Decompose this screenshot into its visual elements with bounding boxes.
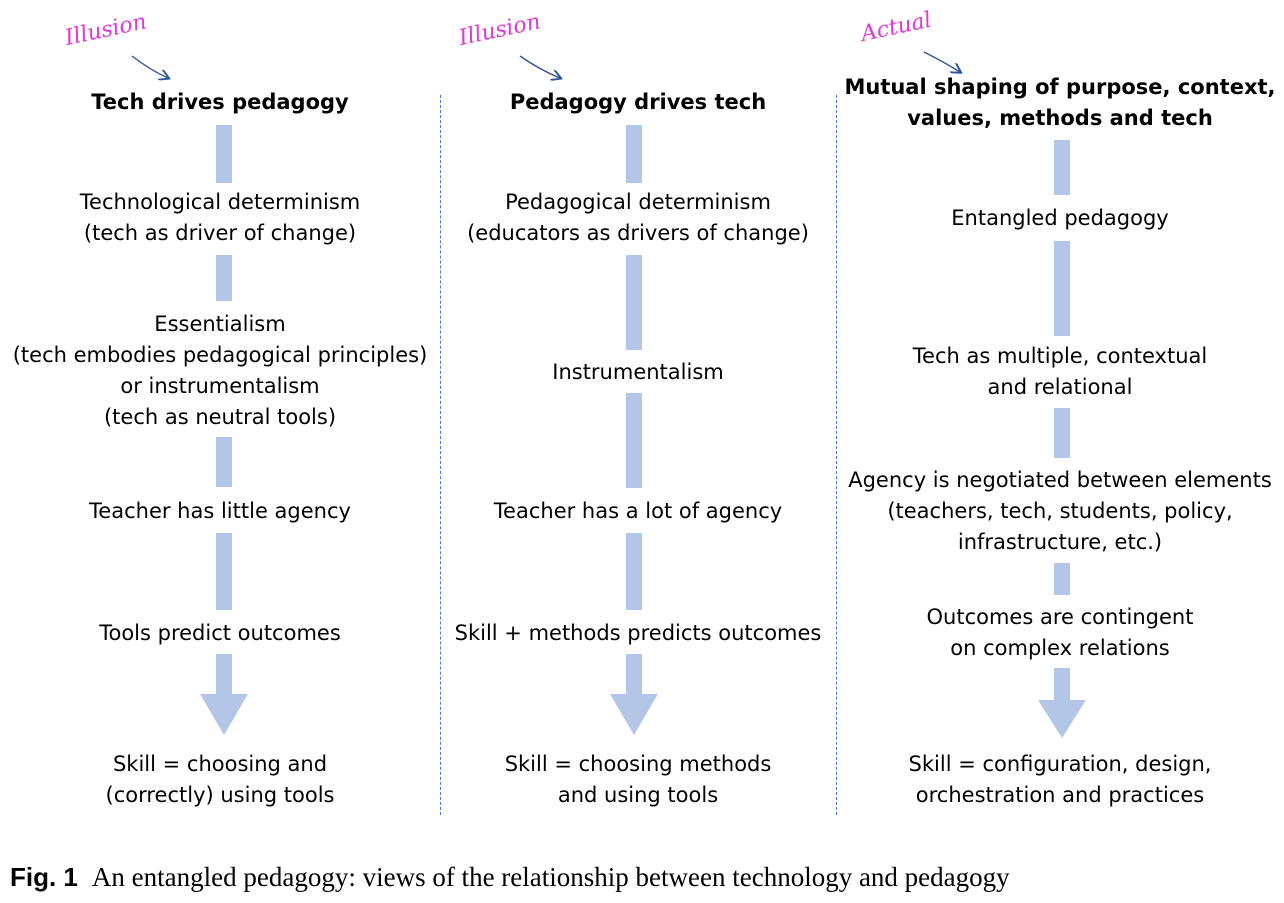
connector-bar — [216, 125, 232, 183]
caption-label: Fig. 1 — [10, 862, 78, 892]
step-node: Technological determinism (tech as drive… — [0, 187, 440, 249]
column-divider — [440, 95, 441, 815]
step-line: Agency is negotiated between elements — [848, 468, 1272, 492]
step-line: infrastructure, etc.) — [957, 530, 1163, 554]
connector-bar — [1054, 408, 1070, 458]
step-node: Agency is negotiated between elements (t… — [836, 465, 1284, 558]
step-line: Teacher has a lot of agency — [493, 499, 783, 523]
column-tech-drives-pedagogy: Illusion Tech drives pedagogy Technologi… — [0, 0, 440, 840]
column-title: Mutual shaping of purpose, context, valu… — [836, 72, 1284, 134]
step-line: Skill + methods predicts outcomes — [454, 621, 822, 645]
column-mutual-shaping: Actual Mutual shaping of purpose, contex… — [836, 0, 1284, 840]
down-arrow-icon — [610, 654, 658, 735]
step-line: Technological determinism — [79, 190, 361, 214]
caption-text: An entangled pedagogy: views of the rela… — [91, 862, 1010, 892]
column-title: Tech drives pedagogy — [0, 87, 440, 118]
outcome-line: Skill = choosing methods — [504, 752, 772, 776]
outcome-node: Skill = choosing methods and using tools — [440, 749, 836, 811]
connector-bar — [1054, 140, 1070, 195]
step-line: Tech as multiple, contextual — [912, 344, 1208, 368]
connector-bar — [216, 437, 232, 487]
step-node: Entangled pedagogy — [836, 203, 1284, 234]
connector-bar — [626, 255, 642, 350]
outcome-line: (correctly) using tools — [105, 783, 335, 807]
connector-bar — [1054, 241, 1070, 336]
connector-bar — [626, 533, 642, 610]
connector-bar — [626, 393, 642, 488]
title-line: values, methods and tech — [907, 106, 1213, 130]
outcome-line: Skill = configuration, design, — [908, 752, 1212, 776]
outcome-line: orchestration and practices — [915, 783, 1205, 807]
column-title: Pedagogy drives tech — [440, 87, 836, 118]
connector-bar — [626, 125, 642, 183]
step-line: and relational — [987, 375, 1133, 399]
pointer-arrow-icon — [131, 55, 168, 78]
step-line: Essentialism — [154, 312, 286, 336]
arrow-layer — [131, 51, 1086, 738]
step-line: (educators as drivers of change) — [467, 221, 809, 245]
step-line: (teachers, tech, students, policy, — [887, 499, 1233, 523]
connector-bar — [216, 533, 232, 610]
step-node: Tools predict outcomes — [0, 618, 440, 649]
step-line: Outcomes are contingent — [926, 605, 1194, 629]
down-arrow-icon — [1038, 668, 1086, 738]
step-line: or instrumentalism — [120, 374, 320, 398]
pointer-arrow-icon — [519, 55, 560, 78]
step-line: on complex relations — [950, 636, 1170, 660]
step-line: Tools predict outcomes — [99, 621, 341, 645]
title-line: Tech drives pedagogy — [91, 90, 349, 114]
down-arrow-icon — [200, 654, 248, 735]
step-node: Pedagogical determinism (educators as dr… — [440, 187, 836, 249]
outcome-line: Skill = choosing and — [112, 752, 328, 776]
step-node: Tech as multiple, contextual and relatio… — [836, 341, 1284, 403]
figure-caption: Fig. 1 An entangled pedagogy: views of th… — [10, 862, 1010, 893]
step-line: Pedagogical determinism — [505, 190, 771, 214]
title-line: Pedagogy drives tech — [509, 90, 767, 114]
outcome-line: and using tools — [557, 783, 719, 807]
step-node: Teacher has a lot of agency — [440, 496, 836, 527]
step-line: Entangled pedagogy — [951, 206, 1169, 230]
step-node: Outcomes are contingent on complex relat… — [836, 602, 1284, 664]
step-node: Essentialism (tech embodies pedagogical … — [0, 309, 440, 433]
outcome-node: Skill = configuration, design, orchestra… — [836, 749, 1284, 811]
connector-bar — [1054, 563, 1070, 595]
outcome-node: Skill = choosing and (correctly) using t… — [0, 749, 440, 811]
step-line: Instrumentalism — [552, 360, 724, 384]
step-node: Instrumentalism — [440, 357, 836, 388]
column-pedagogy-drives-tech: Illusion Pedagogy drives tech Pedagogica… — [440, 0, 836, 840]
step-line: Teacher has little agency — [89, 499, 351, 523]
step-node: Skill + methods predicts outcomes — [440, 618, 836, 649]
step-line: (tech as neutral tools) — [103, 405, 337, 429]
column-divider — [836, 95, 837, 815]
step-line: (tech as driver of change) — [83, 221, 357, 245]
step-line: (tech embodies pedagogical principles) — [12, 343, 428, 367]
connector-bar — [216, 255, 232, 301]
step-node: Teacher has little agency — [0, 496, 440, 527]
pointer-arrow-icon — [923, 51, 960, 72]
title-line: Mutual shaping of purpose, context, — [844, 75, 1276, 99]
